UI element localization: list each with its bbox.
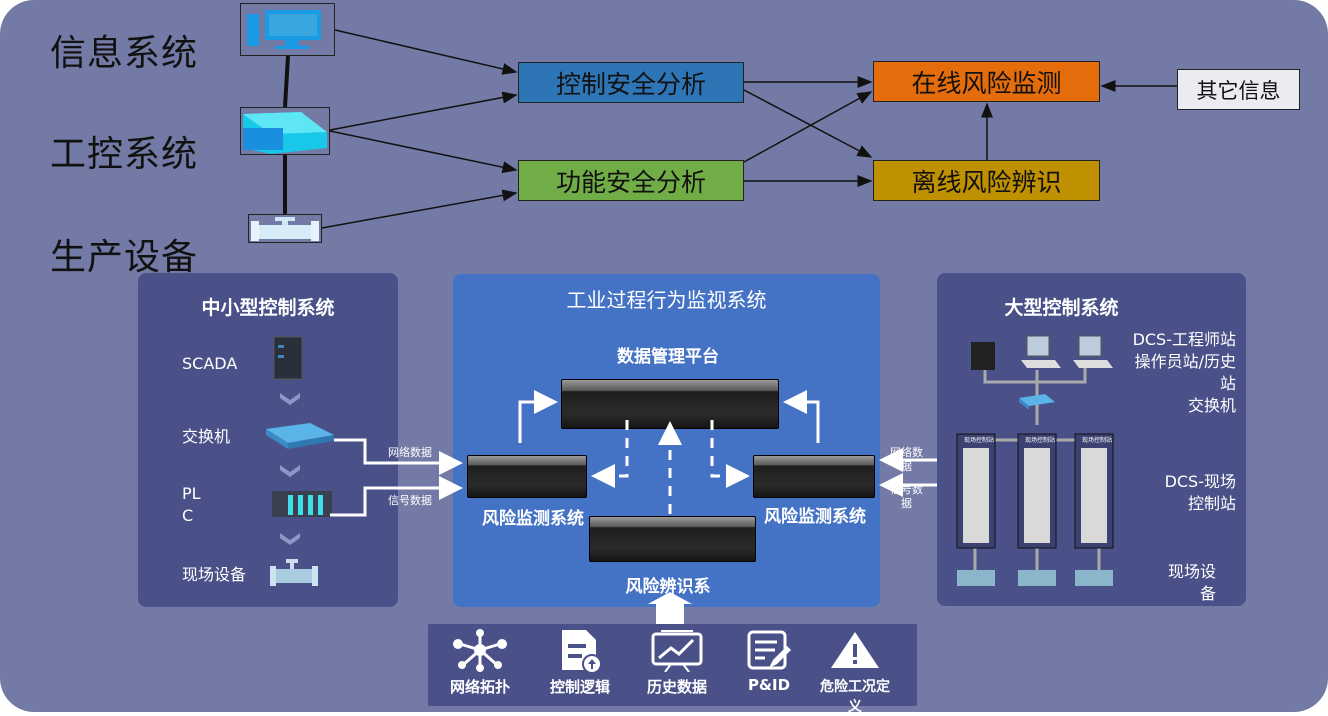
field-station-tag: 现场控制站 bbox=[963, 437, 994, 444]
warning-icon bbox=[831, 632, 879, 668]
field-device-label: 现场设 备 bbox=[1167, 562, 1216, 603]
valve-icon bbox=[248, 214, 322, 243]
panel-title: 大型控制系统 bbox=[1004, 297, 1119, 319]
tool-label: 危险工况定义 bbox=[820, 679, 890, 715]
other-info-box: 其它信息 bbox=[1177, 69, 1300, 110]
tool-history-data: 历史数据 bbox=[632, 628, 722, 697]
functional-safety-analysis-box: 功能安全分析 bbox=[518, 160, 744, 201]
control-safety-analysis-box: 控制安全分析 bbox=[518, 62, 744, 103]
layer-ics: 工控系统 bbox=[50, 134, 199, 175]
field-station-tag: 现场控制站 bbox=[1024, 437, 1055, 444]
layer-production: 生产设备 bbox=[50, 237, 199, 278]
behavior-monitor-panel: 工业过程行为监视系统 数据管理平台 风险监测系统 风险监测系统 风险辨识系 bbox=[453, 274, 880, 607]
switch-label: 交换机 bbox=[1187, 396, 1236, 415]
tool-pid: P&ID bbox=[724, 628, 814, 694]
risk-monitor-right-label: 风险监测系统 bbox=[764, 507, 866, 527]
risk-monitor-left-server bbox=[467, 455, 587, 498]
computer-icon bbox=[240, 3, 335, 56]
pid-edit-icon bbox=[747, 630, 791, 670]
risk-identify-server bbox=[589, 516, 756, 562]
data-platform-server bbox=[561, 379, 779, 429]
dcs-topology bbox=[956, 335, 1114, 586]
top-connectors bbox=[283, 29, 1177, 229]
plc-icon bbox=[240, 107, 330, 155]
left-network-data-label: 网络数据 bbox=[388, 446, 432, 459]
left-device-stack bbox=[266, 336, 334, 586]
panel-title: 中小型控制系统 bbox=[201, 297, 335, 319]
field-device-label: 现场设备 bbox=[182, 565, 247, 584]
plc-label: PL C bbox=[182, 484, 201, 525]
layer-info: 信息系统 bbox=[50, 33, 199, 74]
field-station-cabinets bbox=[956, 433, 1114, 549]
right-signal-data-label: 信号数 据 bbox=[890, 483, 923, 510]
tool-label: P&ID bbox=[747, 676, 791, 694]
panel-title: 工业过程行为监视系统 bbox=[566, 288, 767, 312]
risk-monitor-left-label: 风险监测系统 bbox=[482, 509, 584, 529]
risk-monitor-right-server bbox=[753, 455, 875, 498]
tool-label: 网络拓扑 bbox=[449, 678, 510, 696]
scada-label: SCADA bbox=[182, 354, 238, 373]
left-signal-data-label: 信号数据 bbox=[388, 494, 432, 507]
tool-label: 历史数据 bbox=[646, 678, 707, 696]
right-network-data-label: 网络数 据 bbox=[890, 446, 923, 473]
risk-identify-label: 风险辨识系 bbox=[625, 577, 711, 597]
offline-risk-identify-box: 离线风险辨识 bbox=[873, 160, 1100, 201]
control-logic-icon bbox=[562, 630, 602, 672]
dcs-field-station-label: DCS-现场 控制站 bbox=[1164, 472, 1236, 513]
tool-hazard-definition: 危险工况定义 bbox=[815, 628, 895, 716]
dcs-stations-label: DCS-工程师站 操作员站/历史 站 bbox=[1132, 330, 1236, 393]
tool-network-topology: 网络拓扑 bbox=[435, 628, 525, 697]
online-risk-monitor-box: 在线风险监测 bbox=[873, 61, 1100, 102]
tool-control-logic: 控制逻辑 bbox=[535, 628, 625, 697]
tool-label: 控制逻辑 bbox=[549, 678, 610, 696]
field-station-tag: 现场控制站 bbox=[1081, 437, 1112, 444]
history-chart-icon bbox=[651, 630, 703, 672]
data-platform-label: 数据管理平台 bbox=[617, 347, 719, 367]
switch-label: 交换机 bbox=[182, 427, 231, 446]
network-topology-icon bbox=[453, 629, 507, 672]
